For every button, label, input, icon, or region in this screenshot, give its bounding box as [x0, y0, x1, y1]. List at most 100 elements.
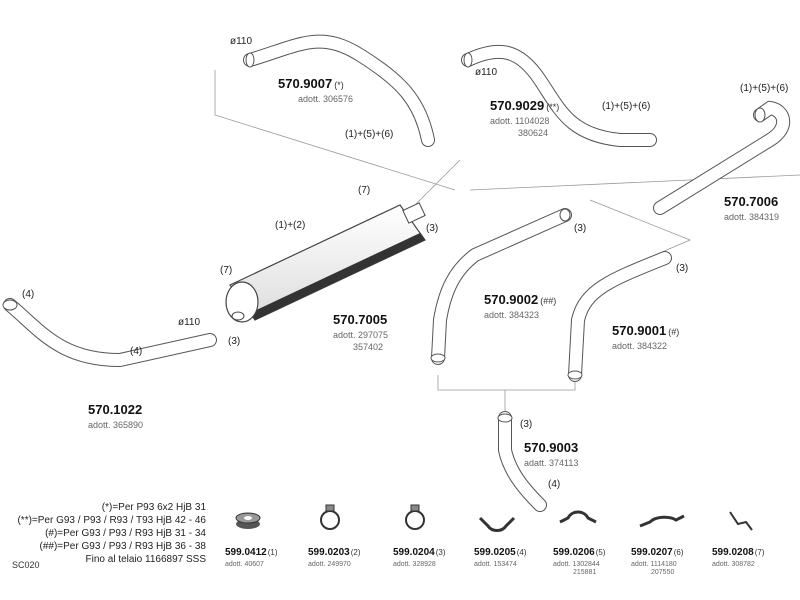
accessory-code: 599.0412: [225, 547, 267, 558]
part-label: 570.9003 adatt. 374113: [524, 440, 578, 468]
pipe-570-9001: [567, 251, 672, 382]
pipe-570-1022: [2, 298, 217, 368]
legend: (*)=Per P93 6x2 HjB 31 (**)=Per G93 / P9…: [17, 503, 206, 565]
pipe-570-9007: [243, 34, 435, 147]
part-label: 570.7006 adott. 384319: [724, 194, 779, 222]
dimension-label: ø110: [178, 317, 201, 328]
legend-line: (**)=Per G93 / P93 / R93 / T93 HjB 42 - …: [17, 515, 206, 526]
accessory-adott: 215881: [573, 569, 597, 576]
callout-label: (4): [22, 289, 35, 300]
part-label: 570.9007(*) adott. 306576: [278, 76, 353, 104]
hanger-icon: [729, 511, 753, 531]
callout-label: (3): [426, 223, 439, 234]
callout-label: (7): [358, 185, 371, 196]
part-adott: adott. 384319: [724, 212, 780, 222]
accessory-adott: adott. 328928: [393, 561, 436, 568]
accessory-label: 599.0412(1) adott. 40607: [225, 543, 278, 569]
accessory-label: 599.0203(2) adott. 249970: [308, 543, 361, 569]
part-label: 570.9029(**) adott. 1104028 380624: [490, 98, 559, 138]
accessory-adott: adott. 40607: [225, 561, 264, 568]
accessory-adott: adott. 1302844: [553, 561, 600, 568]
bracket-icon: [559, 510, 597, 524]
accessory-adott: adott. 1114180: [631, 561, 677, 568]
accessory-number: (6): [673, 548, 684, 557]
part-code: 570.7005: [333, 312, 388, 327]
pipe-570-9029: [461, 44, 657, 147]
accessory-code: 599.0205: [474, 547, 516, 558]
part-code: 570.7006: [724, 194, 779, 209]
legend-line: (*)=Per P93 6x2 HjB 31: [101, 502, 206, 513]
part-note: (**): [546, 102, 560, 112]
part-label: 570.9002(##) adott. 384323: [484, 292, 556, 320]
clamp-icon: [320, 504, 340, 530]
callout-label: (1)+(2): [275, 220, 306, 231]
part-label: 570.7005 adott. 297075 357402: [333, 312, 388, 352]
callout-label: (4): [548, 479, 561, 490]
part-adott: 380624: [518, 128, 549, 138]
part-label: 570.9001(#) adott. 384322: [612, 323, 679, 351]
callout-label: (3): [228, 336, 241, 347]
accessory-code: 599.0204: [393, 547, 435, 558]
accessory-number: (3): [435, 548, 446, 557]
callout-label: (1)+(5)+(6): [345, 129, 394, 140]
accessory-number: (5): [595, 548, 606, 557]
accessory-adott: 207550: [651, 569, 675, 576]
callout-label: (4): [130, 346, 143, 357]
part-label: 570.1022 adott. 365890: [88, 402, 143, 430]
dimension-label: ø110: [475, 67, 498, 78]
callout-label: (3): [574, 223, 587, 234]
rubber-mount-icon: [235, 512, 261, 529]
part-note: (*): [334, 80, 344, 90]
accessory-number: (4): [516, 548, 527, 557]
diagram-code: SC020: [12, 560, 40, 570]
accessory-adott: adott. 308782: [712, 561, 755, 568]
legend-line: (#)=Per G93 / P93 / R93 HjB 31 - 34: [45, 528, 206, 539]
accessory-code: 599.0208: [712, 547, 754, 558]
accessory-number: (1): [267, 548, 278, 557]
part-adott: 357402: [353, 342, 384, 352]
part-code: 570.9029: [490, 98, 545, 113]
accessory-number: (7): [754, 548, 765, 557]
part-adott: adatt. 374113: [524, 458, 579, 468]
accessory-adott: adott. 249970: [308, 561, 351, 568]
accessory-label: 599.0205(4) adott. 153474: [474, 543, 527, 569]
accessory-number: (2): [350, 548, 361, 557]
clamp-icon: [405, 504, 425, 530]
part-code: 570.9003: [524, 440, 579, 455]
accessory-label: 599.0206(5) adott. 1302844 215881: [553, 543, 606, 577]
bracket-icon: [478, 516, 516, 532]
part-code: 570.9002: [484, 292, 539, 307]
part-adott: adott. 306576: [298, 94, 354, 104]
legend-line: (##)=Per G93 / P93 / R93 HjB 36 - 38: [39, 541, 206, 552]
callout-label: (3): [676, 263, 689, 274]
part-code: 570.9001: [612, 323, 667, 338]
callout-label: (1)+(5)+(6): [740, 83, 789, 94]
part-code: 570.1022: [88, 402, 143, 417]
pipe-570-9003: [497, 411, 547, 512]
dimension-label: ø110: [230, 36, 253, 47]
accessory-label: 599.0208(7) adott. 308782: [712, 543, 765, 569]
pipe-570-9002: [430, 208, 572, 365]
part-adott: adott. 384323: [484, 310, 540, 320]
part-adott: adott. 297075: [333, 330, 389, 340]
accessory-label: 599.0207(6) adott. 1114180 207550: [631, 543, 684, 577]
bracket-icon: [639, 514, 685, 528]
accessory-code: 599.0203: [308, 547, 350, 558]
callout-label: (7): [220, 265, 233, 276]
part-note: (#): [668, 327, 680, 337]
accessory-label: 599.0204(3) adott. 328928: [393, 543, 446, 569]
part-adott: adott. 1104028: [490, 116, 550, 126]
callout-label: (1)+(5)+(6): [602, 101, 651, 112]
part-code: 570.9007: [278, 76, 333, 91]
part-adott: adott. 384322: [612, 341, 668, 351]
leader-lines: [214, 70, 800, 415]
part-note: (##): [540, 296, 557, 306]
pipe-570-7006: [653, 100, 791, 215]
accessory-code: 599.0207: [631, 547, 673, 558]
part-adott: adott. 365890: [88, 420, 144, 430]
accessory-code: 599.0206: [553, 547, 595, 558]
muffler-570-7005: [225, 202, 426, 323]
legend-line: Fino al telaio 1166897 SSS: [85, 554, 206, 565]
